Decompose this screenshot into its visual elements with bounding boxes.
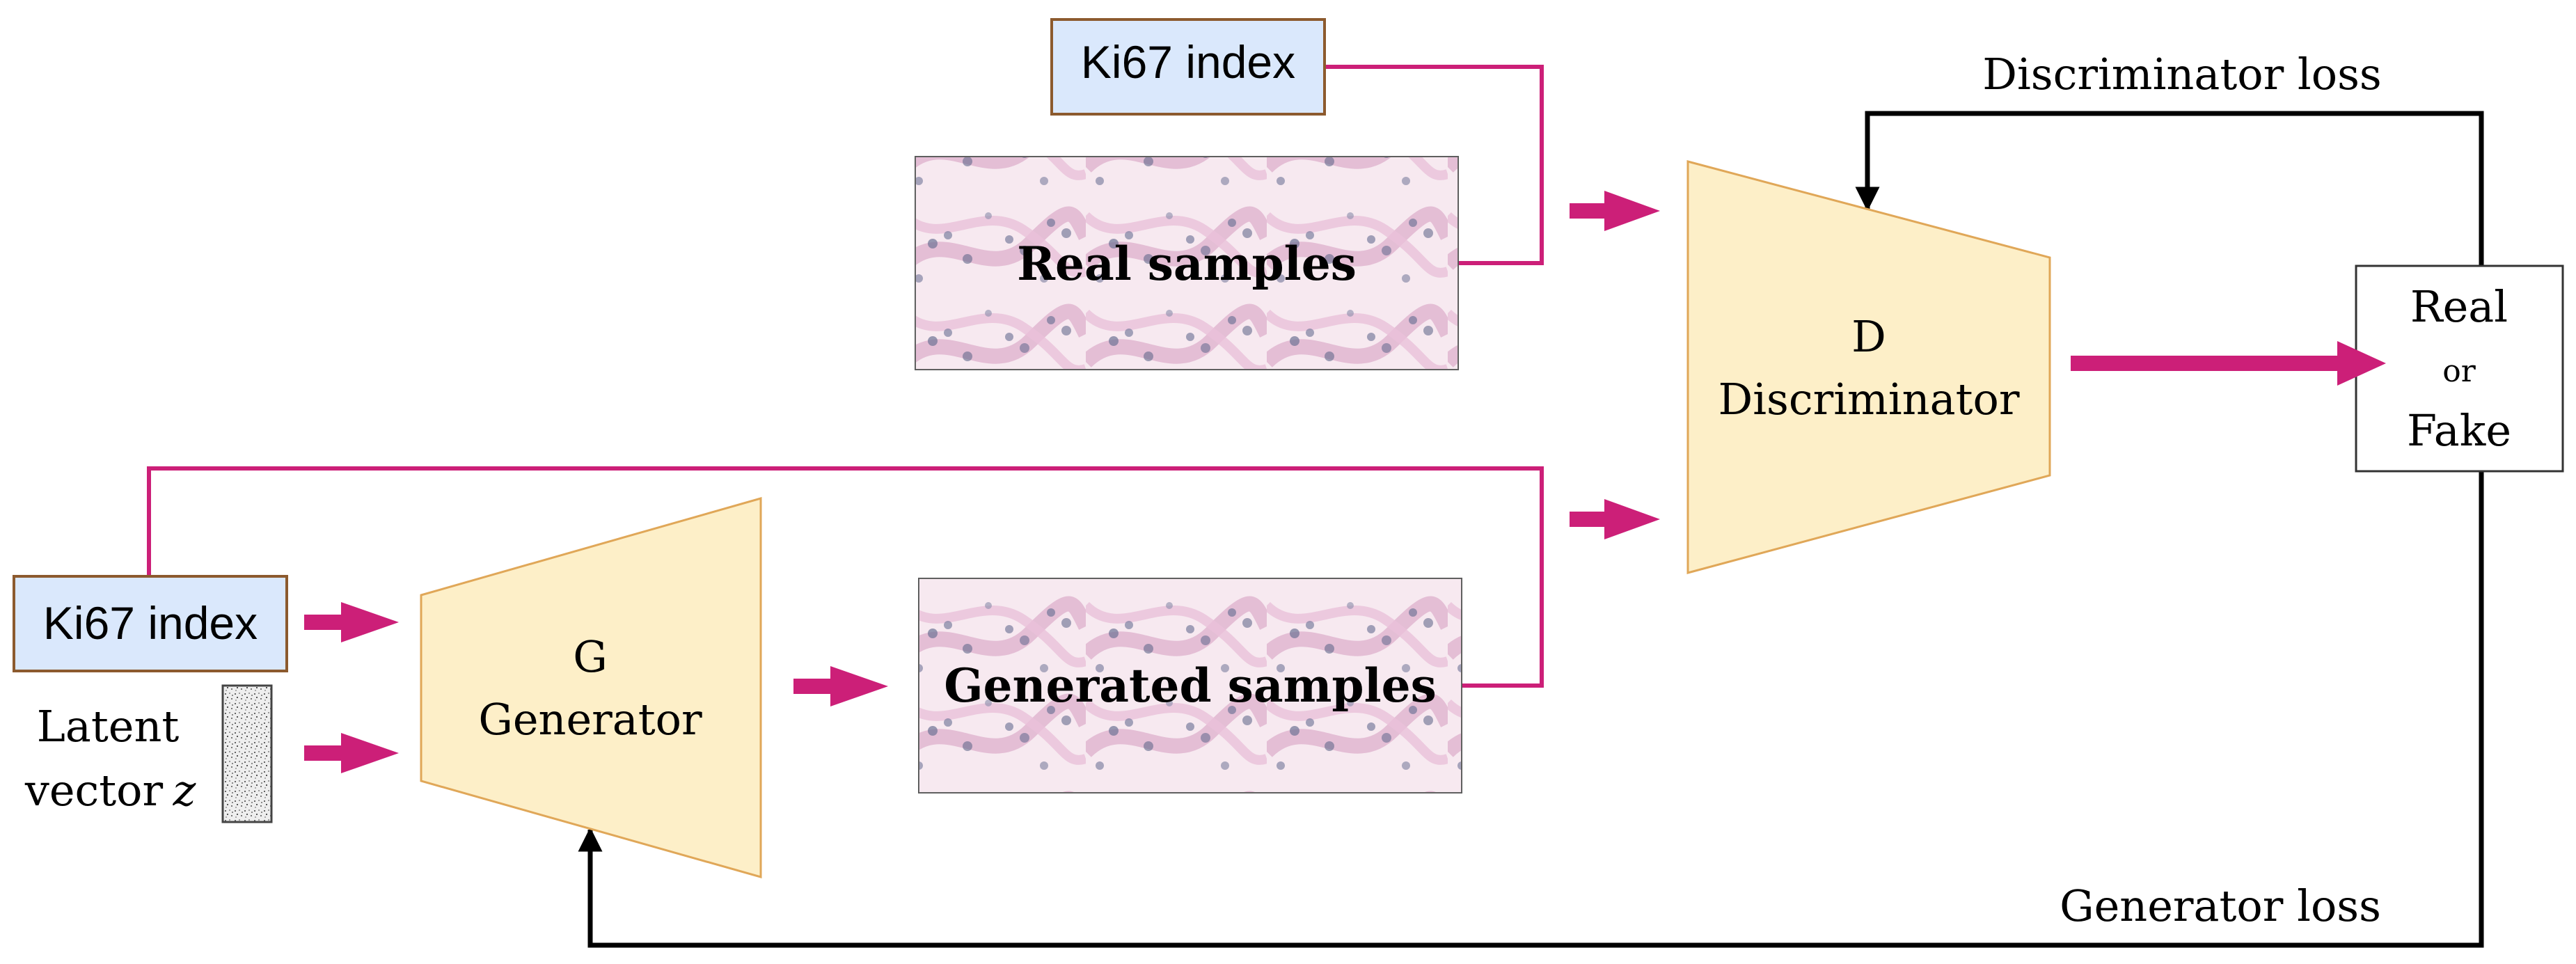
ki67-index-box-top: Ki67 index (1050, 18, 1326, 116)
noise-vector-icon (221, 684, 273, 823)
ki67-left-connector (147, 466, 1544, 688)
ki67-label-top: Ki67 index (1081, 36, 1295, 88)
generator-loss-label: Generator loss (2060, 880, 2381, 931)
arrow-right-icon (1570, 191, 1660, 231)
generator-name: Generator (478, 694, 702, 745)
discriminator-name: Discriminator (1718, 374, 2020, 425)
generator-block: G Generator (420, 497, 762, 878)
generator-loss-line (578, 471, 2484, 948)
discriminator-loss-line (1855, 111, 2484, 266)
latent-label-line2: vector (24, 765, 164, 816)
real-samples-label: Real samples (1017, 237, 1357, 291)
output-or: or (2442, 354, 2476, 389)
discriminator-loss-label: Discriminator loss (1982, 49, 2381, 100)
output-real: Real (2410, 281, 2508, 332)
generated-samples-image: Generated samples (918, 578, 1462, 793)
ki67-label-left: Ki67 index (43, 597, 258, 649)
latent-label-line1: Latent (37, 701, 180, 752)
ki67-top-connector (1325, 65, 1544, 265)
arrow-right-icon (1570, 499, 1660, 539)
discriminator-block: D Discriminator (1686, 160, 2051, 574)
arrow-right-icon (2071, 341, 2386, 386)
generator-letter: G (573, 631, 608, 682)
output-fake: Fake (2407, 405, 2511, 456)
arrow-right-icon (793, 666, 888, 706)
latent-var-z: z (173, 765, 196, 816)
ki67-index-box-left: Ki67 index (13, 575, 288, 672)
output-real-or-fake-box: Real or Fake (2355, 264, 2564, 473)
latent-vector: Latent vector z (24, 684, 273, 823)
discriminator-letter: D (1851, 311, 1886, 362)
generated-samples-label: Generated samples (944, 658, 1437, 713)
arrow-right-icon (304, 602, 399, 642)
real-samples-image: Real samples (915, 156, 1459, 370)
arrow-right-icon (304, 733, 399, 773)
